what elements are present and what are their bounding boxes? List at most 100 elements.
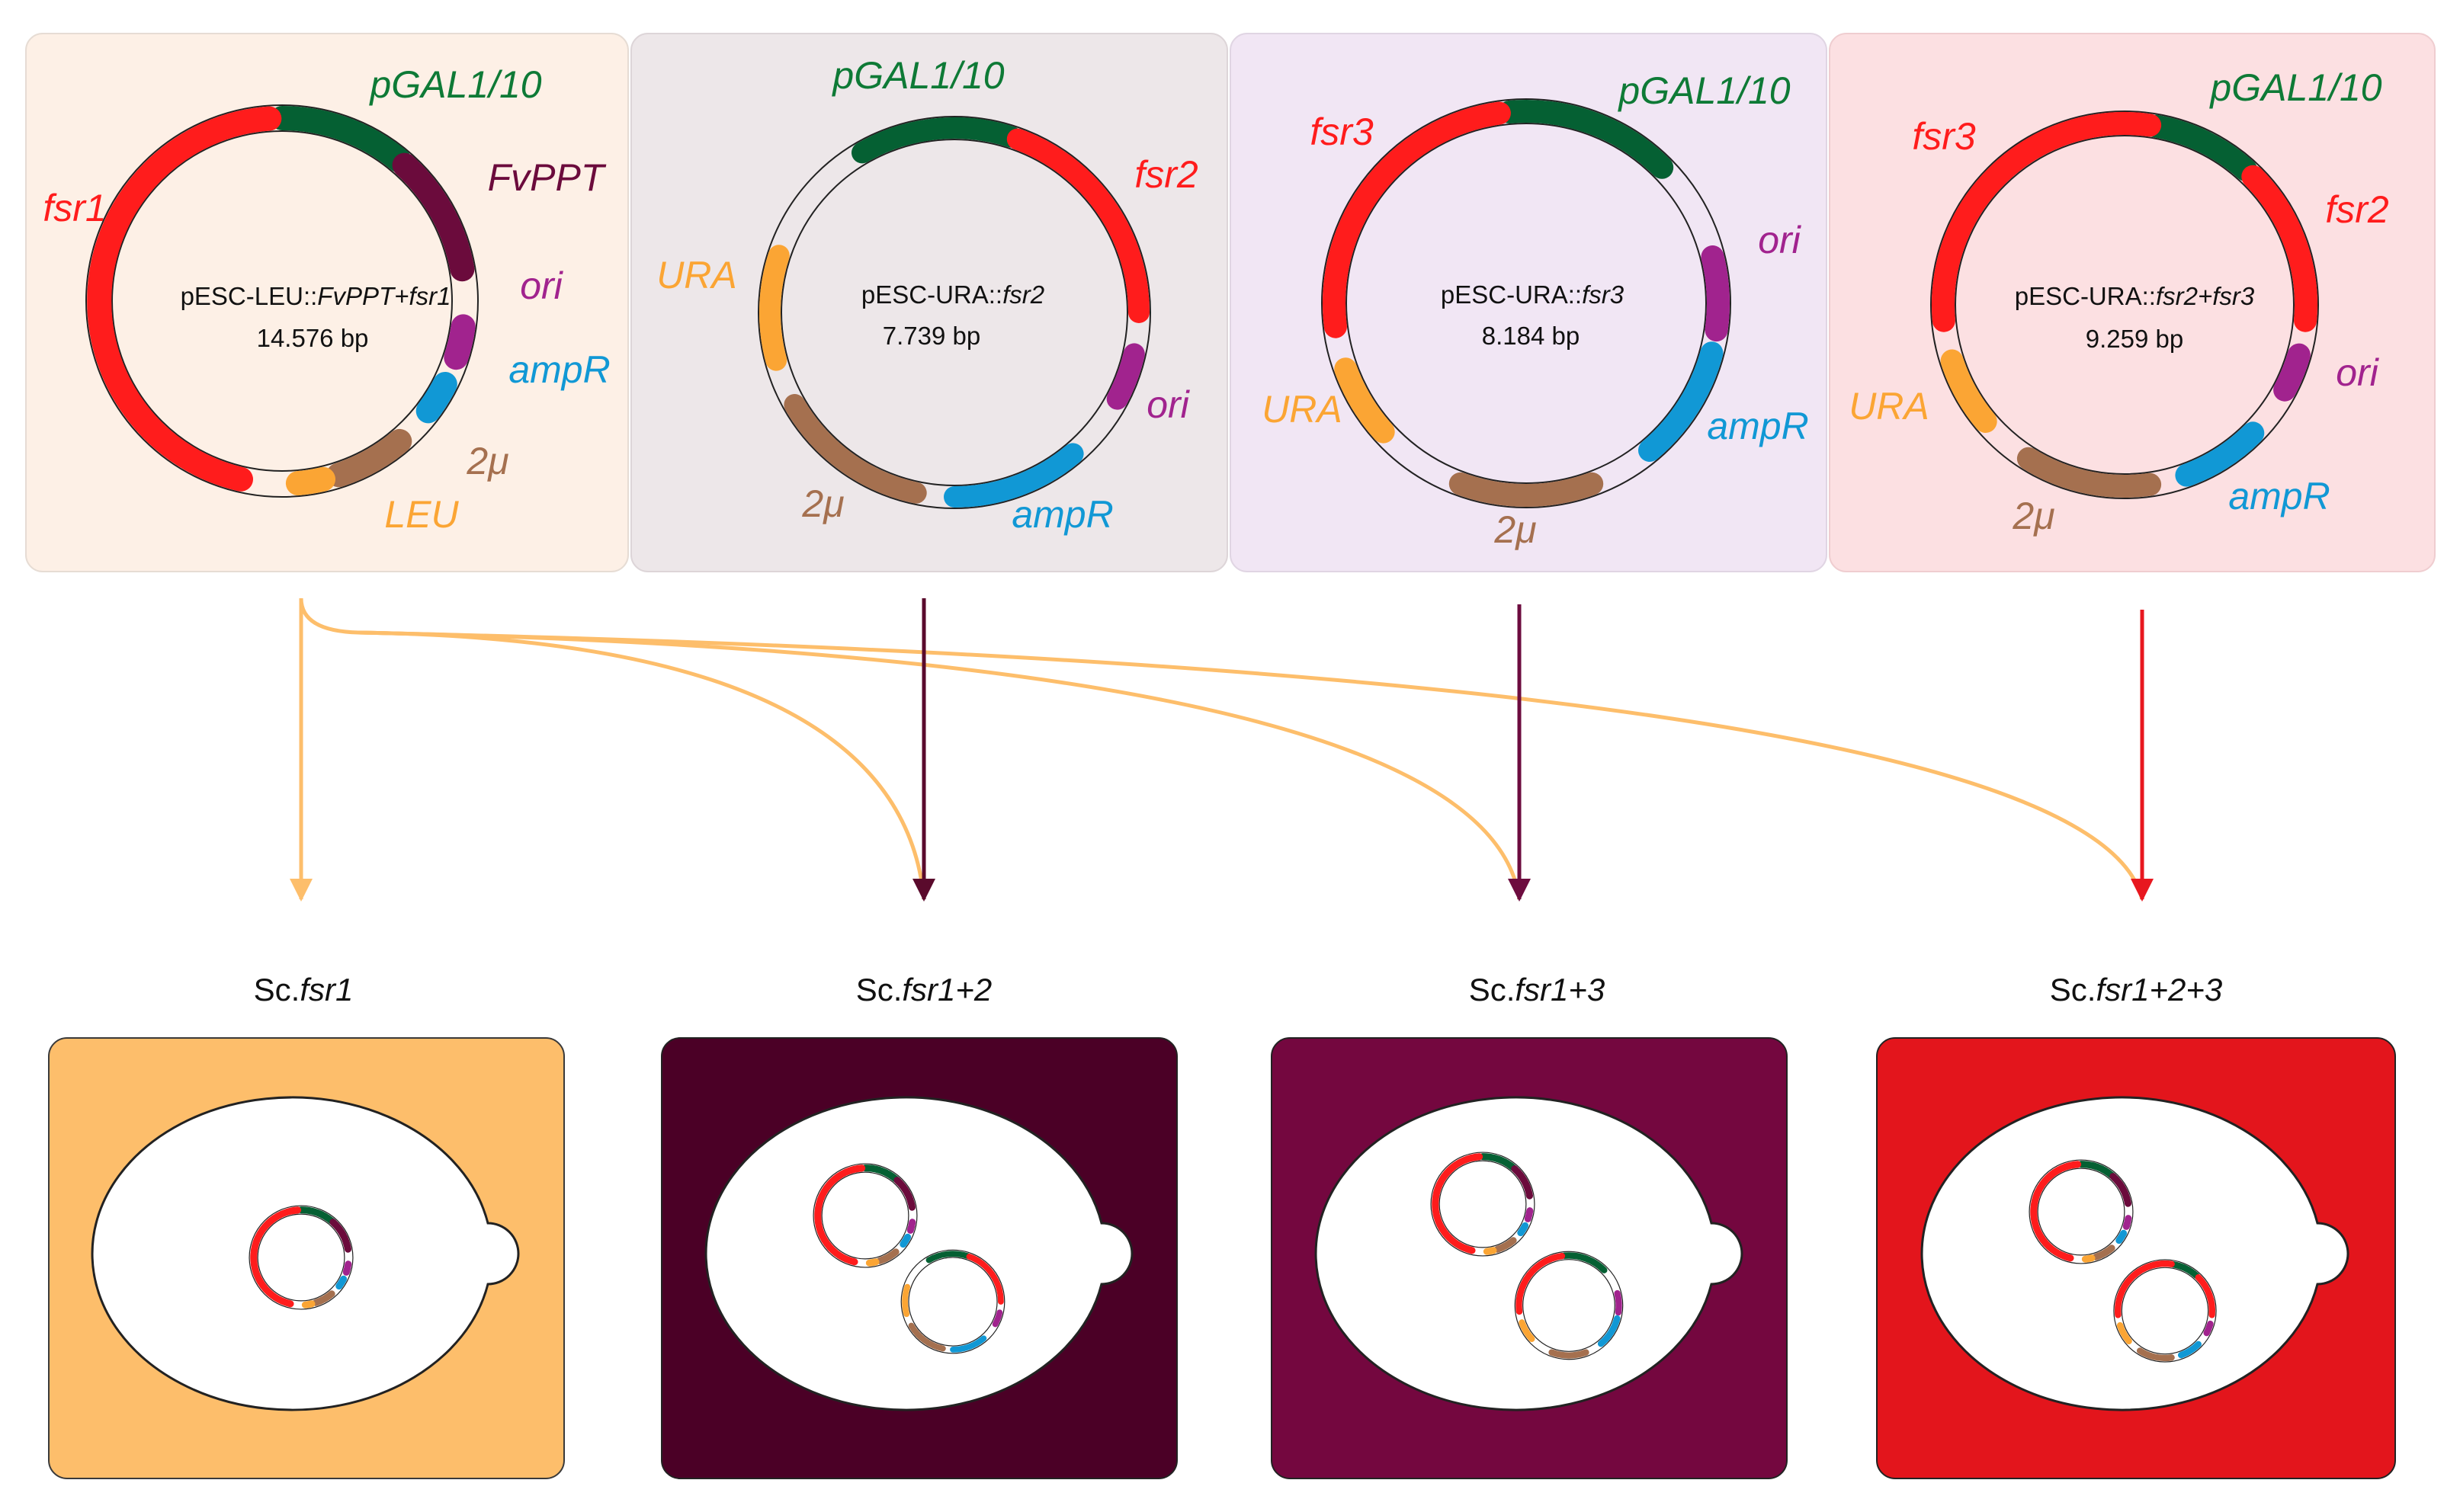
plasmid-backbone-outer <box>1514 1251 1624 1360</box>
mini-plasmids <box>249 1152 2217 1363</box>
arrow-leu-to-strain-2 <box>299 597 926 900</box>
segment-fsr3 <box>1515 1252 1566 1315</box>
segment-fsr2 <box>2241 165 2317 332</box>
label-pgal-4: pGAL1/10 <box>2208 66 2381 109</box>
plasmid-backbone-outer <box>2113 1259 2217 1363</box>
plasmid-map-1 <box>85 104 479 498</box>
segment-twomu <box>908 1322 946 1352</box>
mini-plasmid <box>249 1205 354 1310</box>
plasmid-backbone-outer <box>1430 1152 1535 1257</box>
plasmid-map-2 <box>758 116 1151 509</box>
label-ori-3: ori <box>1758 219 1801 261</box>
segment-ura <box>1334 357 1395 444</box>
yeast-cell <box>1314 1096 1743 1411</box>
label-ori-2: ori <box>1147 383 1190 426</box>
segment-ura <box>2116 1321 2132 1344</box>
mini-plasmid <box>1514 1251 1624 1360</box>
label-ampr-2: ampR <box>1012 493 1113 536</box>
segment-ori <box>444 314 476 370</box>
segment-leu <box>865 1258 880 1267</box>
segment-ori <box>1524 1207 1534 1222</box>
segment-fsr1 <box>814 1164 866 1266</box>
segment-pgal <box>861 1164 900 1183</box>
plasmid-backbone-inner <box>821 1171 909 1260</box>
plasmid-backbone-inner <box>1438 1160 1527 1248</box>
segment-ampr <box>2115 1229 2128 1245</box>
segment-leu <box>285 466 335 496</box>
label-pgal-1: pGAL1/10 <box>368 63 541 106</box>
segment-fsr3 <box>1323 101 1511 338</box>
yeast-cell <box>704 1096 1134 1411</box>
label-ampr-1: ampR <box>508 348 610 391</box>
plasmid-backbone-inner <box>1955 135 2295 475</box>
segment-fsr1 <box>2030 1161 2082 1262</box>
plasmid-map-4 <box>1930 111 2319 499</box>
segment-pgal <box>2077 1161 2115 1179</box>
label-ampr-3: ampR <box>1707 405 1808 447</box>
segment-ampr <box>950 1335 987 1353</box>
segment-twomu <box>312 1290 335 1306</box>
segment-ura <box>759 245 790 371</box>
segment-fvppt <box>392 152 475 282</box>
plasmid-size-1: 14.576 bp <box>257 324 369 352</box>
segment-twomu <box>1493 1237 1517 1253</box>
segment-twomu <box>1448 472 1604 507</box>
plasmid-backbone-inner <box>1345 123 1707 484</box>
plasmid-map-3 <box>1321 98 1731 508</box>
mini-plasmid <box>900 1249 1005 1354</box>
plasmid-backbone-outer <box>85 104 479 498</box>
label-fsr3-4: fsr3 <box>1912 115 1976 158</box>
label-ura-4: URA <box>1849 385 1929 428</box>
segment-pgal <box>270 105 412 174</box>
mini-plasmid <box>813 1163 918 1268</box>
strain-box-1 <box>48 1037 565 1479</box>
segment-fsr1 <box>250 1206 302 1308</box>
segment-pgal <box>852 117 1022 164</box>
strain-label-4: Sc.fsr1+2+3 <box>2050 972 2222 1007</box>
label-pgal-3: pGAL1/10 <box>1617 69 1790 112</box>
label-leu-1: LEU <box>384 493 459 536</box>
plasmid-backbone-inner <box>111 130 453 472</box>
label-2mu-2: 2μ <box>801 482 844 525</box>
segment-pgal <box>1561 1252 1608 1273</box>
plasmid-backbone-inner <box>908 1257 998 1347</box>
plasmid-size-2: 7.739 bp <box>883 322 980 350</box>
arrow-leu-to-strain-3 <box>358 630 1522 900</box>
segment-pgal <box>925 1251 971 1264</box>
plasmid-backbone-inner <box>2121 1267 2209 1355</box>
label-fvppt-1: FvPPT <box>488 156 607 199</box>
plasmid-backbone-outer <box>813 1163 918 1268</box>
segment-ampr <box>1517 1222 1529 1237</box>
plasmid-backbone-inner <box>2037 1168 2125 1256</box>
plasmid-backbone-inner <box>1522 1259 1615 1352</box>
yeast-cell <box>1920 1096 2349 1411</box>
segment-twomu <box>2092 1245 2115 1261</box>
segment-ori <box>1614 1289 1622 1316</box>
plasmid-backbone-outer <box>1930 111 2319 499</box>
segment-fsr2 <box>2195 1274 2216 1318</box>
segment-ori <box>906 1219 916 1234</box>
plasmid-backbone-outer <box>758 116 1151 509</box>
label-ura-3: URA <box>1262 388 1342 431</box>
plasmid-name-3: pESC-URA::fsr3 <box>1441 280 1624 309</box>
segment-fvppt <box>329 1219 352 1253</box>
plasmid-name-1: pESC-LEU::FvPPT+fsr1 <box>181 282 451 310</box>
strain-box-4 <box>1876 1037 2396 1479</box>
label-fsr1-1: fsr1 <box>43 187 106 229</box>
segment-ura <box>1519 1319 1535 1342</box>
mini-plasmid <box>2029 1159 2134 1264</box>
segment-leu <box>2081 1254 2096 1263</box>
segment-ampr <box>944 443 1084 508</box>
segment-ori <box>1106 343 1145 410</box>
segment-fsr1 <box>1432 1153 1483 1254</box>
label-pgal-2: pGAL1/10 <box>831 54 1004 97</box>
segment-pgal <box>1498 100 1674 179</box>
label-2mu-1: 2μ <box>466 440 508 482</box>
label-ura-2: URA <box>656 254 737 296</box>
plasmid-backbone-inner <box>257 1213 345 1302</box>
plasmid-size-4: 9.259 bp <box>2086 325 2183 353</box>
yeast-cell <box>91 1096 520 1411</box>
mini-plasmid <box>1430 1152 1535 1257</box>
